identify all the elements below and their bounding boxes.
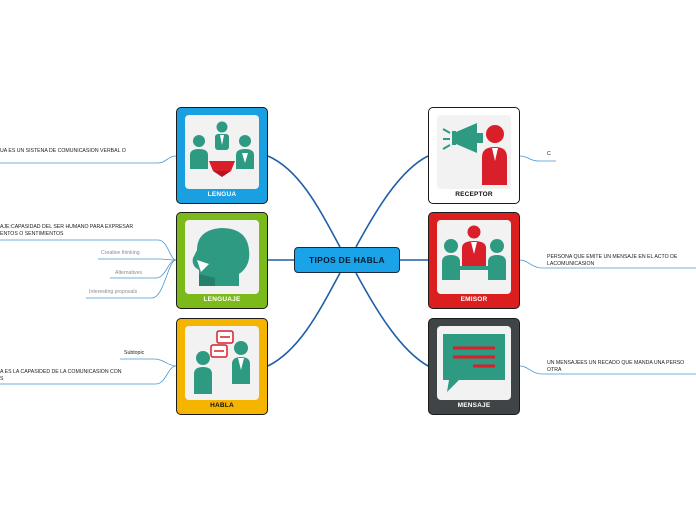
subtopic-lengua-definition[interactable]: UA ES UN SISTENA DE COMUNICASION VERBAL … [0,148,126,154]
speaker-with-audience-icon [437,220,511,294]
subtopic-creative-thinking[interactable]: Creative thinking [101,250,140,256]
node-emisor-label: EMISOR [460,296,488,303]
node-lengua[interactable]: LENGUA [176,107,268,204]
subtopic-habla-subtopic[interactable]: Subtopic [124,350,145,356]
subtopic-emisor-definition-line2[interactable]: LACOMUNICASION [547,261,595,267]
node-receptor[interactable]: RECEPTOR [428,107,520,204]
link-mensaje [355,272,429,367]
leaf-line-habla-subtopic [120,358,177,367]
link-receptor [355,155,429,248]
leaf-line-emisor [519,259,696,269]
speaking-head-icon [185,220,259,294]
central-topic[interactable]: TIPOS DE HABLA [294,247,400,273]
leaf-line-mensaje [519,365,696,375]
node-habla[interactable]: HABLA [176,318,268,415]
subtopic-mensaje-definition-line2[interactable]: OTRA [547,367,562,373]
leaf-line-proposals [86,259,177,299]
subtopic-habla-definition-line1[interactable]: A ES LA CAPASIDED DE LA COMUNICASION CON [0,369,122,375]
chat-message-icon [437,326,511,400]
subtopic-lenguaje-definition-line1[interactable]: AJE:CAPASIDAD DEL SER HUMANO PARA EXPRES… [0,224,134,230]
subtopic-interesting-proposals[interactable]: Interesting proposals [89,289,138,295]
subtopic-alternatives[interactable]: Alternatives [115,270,143,276]
leaf-line-lenguaje-def [0,239,177,261]
link-lengua [267,155,341,248]
subtopic-habla-definition-line2[interactable]: S [0,376,4,382]
leaf-line-habla-def [0,365,177,385]
node-receptor-label: RECEPTOR [455,191,493,198]
subtopic-lenguaje-definition-line2[interactable]: ENTOS O SENTIMIENTOS [0,231,64,237]
conversation-bubbles-icon [185,326,259,400]
node-emisor[interactable]: EMISOR [428,212,520,309]
subtopic-mensaje-definition-line1[interactable]: UN MENSAJEES UN RECADO QUE MANDA UNA PER… [547,360,685,366]
subtopic-emisor-definition-line1[interactable]: PERSONA QUE EMITE UN MENSAJE EN EL ACTO … [547,254,678,260]
node-lenguaje[interactable]: LENGUAJE [176,212,268,309]
leaf-line-receptor [519,155,556,162]
node-mensaje[interactable]: MENSAJE [428,318,520,415]
people-group-icon [185,115,259,189]
node-lengua-label: LENGUA [207,191,237,198]
subtopic-receptor-definition[interactable]: C [547,151,551,157]
leaf-line-creative [98,258,177,261]
node-lenguaje-label: LENGUAJE [203,296,241,303]
central-topic-title: TIPOS DE HABLA [309,255,385,265]
megaphone-person-icon [437,115,511,189]
link-habla [267,272,341,367]
node-habla-label: HABLA [210,402,234,409]
node-mensaje-label: MENSAJE [457,402,491,409]
leaf-line-lengua [0,155,177,164]
